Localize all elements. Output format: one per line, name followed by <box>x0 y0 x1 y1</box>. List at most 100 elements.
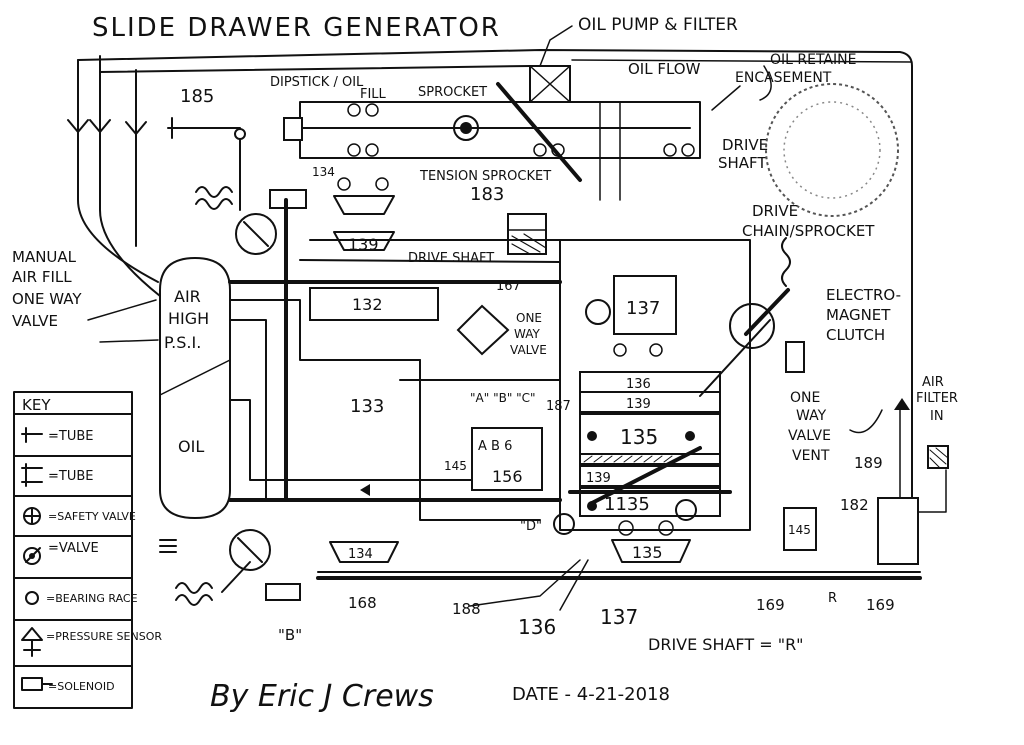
key-item-6: =PRESSURE SENSOR <box>46 630 162 643</box>
label-drive-shaft-top-1: DRIVE <box>722 136 768 154</box>
safety-valve-icon <box>23 507 41 525</box>
electro-magnet-clutch: ELECTRO- MAGNET CLUTCH <box>729 237 901 373</box>
number-145-right: 145 <box>788 523 811 537</box>
key-item-4: =VALVE <box>48 541 99 556</box>
key-title: KEY <box>22 396 51 414</box>
oil-retainer-encasement <box>283 101 701 201</box>
number-137-bottom: 137 <box>600 605 638 629</box>
number-182: 182 <box>840 496 869 514</box>
label-dipstick: DIPSTICK / OIL <box>270 75 364 90</box>
one-way-valve-167: 167 ONE WAY VALVE <box>456 279 547 357</box>
label-manual-3: ONE WAY <box>12 290 82 308</box>
number-169-right: 169 <box>866 596 895 614</box>
central-drive-assembly: 137 136 139 135 139 1135 <box>553 239 771 535</box>
tank-high: HIGH <box>168 309 209 328</box>
date: DATE - 4-21-2018 <box>512 684 670 705</box>
control-block-156: "A" "B" "C" A B 6 156 145 187 <box>444 391 571 491</box>
label-b: "B" <box>278 626 302 644</box>
tank-oil: OIL <box>178 437 204 456</box>
diagram-title: SLIDE DRAWER GENERATOR <box>92 13 501 43</box>
oil-reservoir-183 <box>507 213 547 255</box>
number-139-mid: 139 <box>626 397 651 412</box>
number-188: 188 <box>452 600 481 618</box>
label-oil-retainer: OIL RETAINE <box>770 52 856 68</box>
clutch-2: MAGNET <box>826 306 891 324</box>
filter-2: FILTER <box>916 391 958 406</box>
number-136-top: 136 <box>626 377 651 392</box>
number-136-bottom: 136 <box>518 615 556 639</box>
label-oil-pump-filter: OIL PUMP & FILTER <box>578 15 738 35</box>
notary-seal <box>765 83 899 217</box>
label-sprocket: SPROCKET <box>418 85 487 100</box>
one-way-3: VALVE <box>510 343 547 357</box>
number-132: 132 <box>352 295 383 314</box>
label-drive-chain: DRIVE <box>752 202 798 220</box>
key-item-2: =TUBE <box>48 469 93 484</box>
one-way-1: ONE <box>516 311 542 325</box>
number-133: 133 <box>350 396 384 417</box>
label-drive-shaft-mid: DRIVE SHAFT <box>408 251 494 266</box>
bottom-drive-shaft: 134 135 <box>159 520 922 606</box>
label-drive-shaft-r: DRIVE SHAFT = "R" <box>648 635 804 654</box>
vent-3: VALVE <box>788 428 831 444</box>
valve-icon <box>23 547 41 565</box>
key-item-3: =SAFETY VALVE <box>48 510 136 523</box>
bearing-race-icon <box>25 591 39 605</box>
label-manual-2: AIR FILL <box>12 268 72 286</box>
number-139-top: 139 <box>348 235 379 254</box>
number-167: 167 <box>496 279 521 294</box>
number-1135: 1135 <box>604 494 650 515</box>
label-chain-sprocket: CHAIN/SPROCKET <box>742 222 875 240</box>
pressure-sensor-icon <box>21 627 43 657</box>
solenoid-icon <box>21 677 53 691</box>
tank-psi: P.S.I. <box>164 333 201 352</box>
label-manual-4: VALVE <box>12 312 58 330</box>
main-circuit-lines <box>228 82 582 521</box>
filter-3: IN <box>930 409 944 424</box>
filter-1: AIR <box>922 375 944 390</box>
air-filter: AIR FILTER IN 189 182 <box>840 375 958 565</box>
label-abc-top: "A" "B" "C" <box>470 391 536 405</box>
number-189: 189 <box>854 454 883 472</box>
label-abc-mid: A B 6 <box>478 439 512 454</box>
label-d: "D" <box>520 519 542 534</box>
number-183: 183 <box>470 184 504 205</box>
label-r: R <box>828 591 837 606</box>
number-135-bottom: 135 <box>632 543 663 562</box>
key-item-5: =BEARING RACE <box>46 592 138 605</box>
legend-key: KEY =TUBE =TUBE =SAFETY VALVE =VALVE <box>13 391 162 709</box>
number-185: 185 <box>180 86 214 107</box>
tube-alt-icon <box>21 463 43 487</box>
oil-pump <box>529 65 571 103</box>
label-drive-shaft-top-2: SHAFT <box>718 154 767 172</box>
number-156: 156 <box>492 467 523 486</box>
one-way-2: WAY <box>514 327 540 341</box>
oil-flow-pipe <box>67 49 913 561</box>
tank-air: AIR <box>174 287 201 306</box>
number-168: 168 <box>348 594 377 612</box>
vent-4: VENT <box>792 448 830 464</box>
number-134-bottom: 134 <box>348 547 373 562</box>
tube-icon <box>21 427 43 443</box>
number-135-mid: 135 <box>620 425 658 449</box>
solenoid-145: 145 <box>783 507 817 551</box>
air-oil-tank: AIR HIGH P.S.I. OIL <box>159 257 231 519</box>
label-oil-flow: OIL FLOW <box>628 60 701 78</box>
number-137-top: 137 <box>626 298 660 319</box>
label-manual-1: MANUAL <box>12 248 77 266</box>
key-item-1: =TUBE <box>48 429 93 444</box>
number-134-top: 134 <box>312 165 335 179</box>
component-132: 132 <box>309 287 439 321</box>
signature: By Eric J Crews <box>210 679 434 714</box>
number-145-left: 145 <box>444 459 467 473</box>
number-169-left: 169 <box>756 596 785 614</box>
vent-1: ONE <box>790 390 820 406</box>
upper-left-mechanics <box>167 117 395 255</box>
number-139-low: 139 <box>586 471 611 486</box>
label-fill: FILL <box>360 87 387 102</box>
vent-2: WAY <box>796 408 827 424</box>
label-tension-sprocket: TENSION SPROCKET <box>419 169 551 184</box>
label-leaders <box>87 25 947 611</box>
number-187: 187 <box>546 399 571 414</box>
